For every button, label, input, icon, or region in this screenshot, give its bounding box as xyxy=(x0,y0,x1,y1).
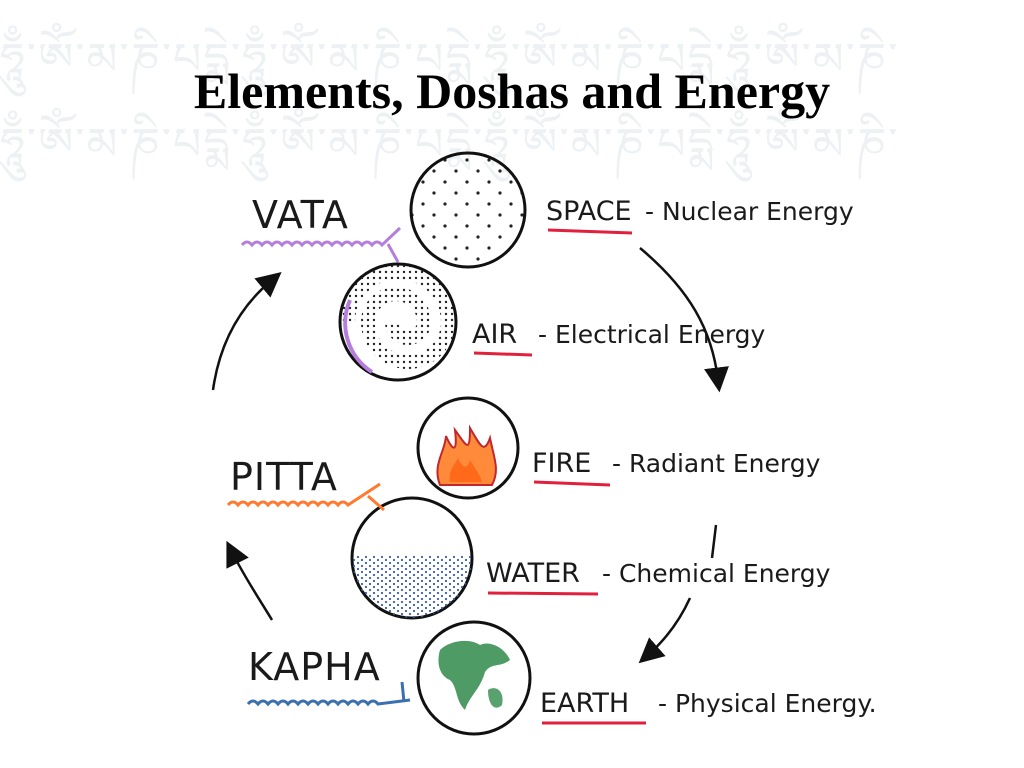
page-title: Elements, Doshas and Energy xyxy=(193,63,831,119)
dosha-kapha-label: KAPHA xyxy=(248,645,381,689)
element-water-label: WATER xyxy=(486,558,580,589)
energy-fire-label: - Radiant Energy xyxy=(612,449,821,478)
fire-circle xyxy=(416,396,520,500)
water-circle xyxy=(350,496,474,620)
element-earth-label: EARTH xyxy=(540,688,629,719)
dosha-pitta-label: PITTA xyxy=(230,455,338,499)
element-space-label: SPACE xyxy=(546,196,632,227)
energy-earth-label: - Physical Energy. xyxy=(658,689,877,718)
dosha-vata-label: VATA xyxy=(252,193,349,237)
arrow-right-bottom xyxy=(638,597,692,664)
arrow-left-top xyxy=(211,271,282,391)
air-circle xyxy=(338,262,458,382)
arrow-tick xyxy=(710,524,718,559)
energy-water-label: - Chemical Energy xyxy=(602,559,831,588)
energy-air-label: - Electrical Energy xyxy=(538,320,766,349)
kapha-squiggle xyxy=(246,681,411,707)
space-circle xyxy=(409,151,527,269)
element-fire-label: FIRE xyxy=(532,448,591,479)
element-air-label: AIR xyxy=(472,319,517,350)
vata-squiggle xyxy=(240,226,402,263)
element-underlines xyxy=(473,228,646,725)
earth-circle xyxy=(416,620,532,736)
energy-space-label: - Nuclear Energy xyxy=(645,197,854,226)
pitta-squiggle xyxy=(226,482,385,512)
arrow-right-top xyxy=(639,247,729,393)
arrow-left-bottom xyxy=(226,540,274,621)
